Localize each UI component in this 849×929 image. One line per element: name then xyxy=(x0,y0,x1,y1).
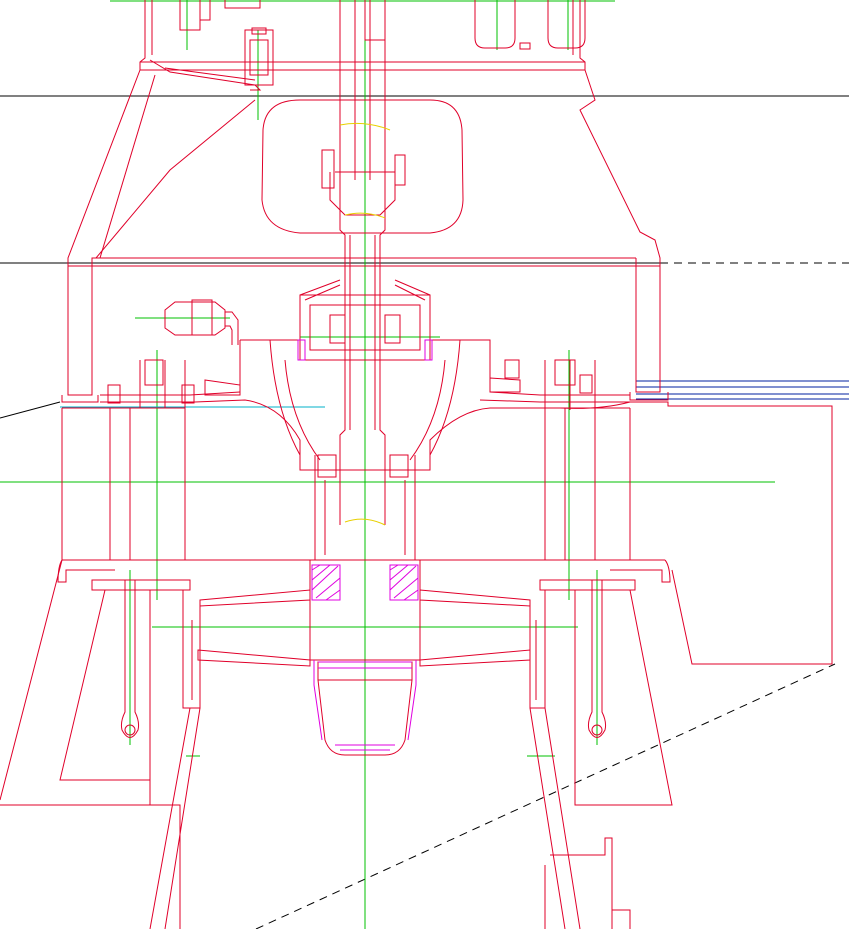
hub-hatch-right xyxy=(389,564,419,601)
valve-body xyxy=(164,301,226,336)
draft-tube-left xyxy=(0,559,151,801)
left-support-column xyxy=(61,266,99,403)
top-frame-inner xyxy=(140,0,585,63)
yellow-arc-upper xyxy=(339,122,391,131)
right-link-eye xyxy=(591,724,603,736)
yellow-marks xyxy=(339,122,391,526)
turbine-hub-cone xyxy=(317,679,413,756)
lower-wide-plate-2 xyxy=(91,579,636,591)
runner-blade-right xyxy=(419,589,531,607)
bolt-assembly-cap xyxy=(251,27,267,35)
left-flange-beam xyxy=(100,391,301,460)
valve-pipe xyxy=(225,311,239,345)
main-shaft-inner xyxy=(349,0,376,430)
left-flange-nut-2 xyxy=(181,384,195,404)
runner-blade-right-lower xyxy=(419,649,531,667)
reference-line-left-slant xyxy=(0,401,61,419)
yellow-arc-lower xyxy=(344,518,386,526)
hub-cone-hatch xyxy=(318,661,412,751)
upper-housing-bracket-2 xyxy=(164,67,256,81)
right-flange-clamp xyxy=(554,359,576,386)
funnel-body-inner xyxy=(284,359,446,461)
draft-tube-right-bracket xyxy=(544,837,613,929)
bearing-pad-right xyxy=(384,314,401,344)
upper-housing-right xyxy=(579,69,661,267)
hub-hatch-left xyxy=(311,564,341,601)
bulb-chamber xyxy=(261,99,464,234)
lower-enclosure-right xyxy=(544,407,631,560)
right-flange-nut-2 xyxy=(579,374,593,394)
top-frame-notch xyxy=(199,0,261,21)
draft-tube-right-2 xyxy=(529,707,581,929)
hub-cone-outline-magenta xyxy=(313,660,417,741)
left-flange-beam-rib xyxy=(204,379,241,396)
lower-shaft-housing xyxy=(299,460,431,560)
runner-side-right xyxy=(529,590,546,709)
hatching xyxy=(297,339,433,751)
bearing-housing-lid xyxy=(299,279,431,301)
valve-stem xyxy=(191,299,213,336)
reference-lines xyxy=(0,95,849,929)
yellow-arc-shaft xyxy=(344,212,386,219)
lower-clamp-right xyxy=(389,454,409,478)
lower-wide-plate xyxy=(57,559,671,583)
bolt-assembly-top xyxy=(244,29,274,86)
draft-tube-right-foot xyxy=(612,909,631,929)
right-flange-nut-1 xyxy=(504,359,520,379)
top-frame-tag xyxy=(519,42,531,50)
upper-housing-cone xyxy=(67,69,256,267)
draft-tube-left-2 xyxy=(0,707,201,929)
shaft-clamp-left xyxy=(321,149,335,189)
left-flange-nut-1 xyxy=(107,384,121,404)
left-link-eye xyxy=(124,724,136,736)
left-flange-clamp xyxy=(144,359,164,386)
top-frame xyxy=(139,0,586,71)
lower-shaft-housing-inner xyxy=(324,480,406,555)
right-flange-beam-rib xyxy=(489,377,521,393)
runner-blade-left xyxy=(199,589,311,607)
left-flange-posts xyxy=(139,360,186,408)
left-link-arm xyxy=(120,580,140,738)
upper-housing-cone-inner xyxy=(99,74,156,259)
right-support-column xyxy=(629,266,669,401)
top-frame-slot-left xyxy=(474,0,516,49)
bearing-pad-left xyxy=(329,314,346,344)
ring-plate xyxy=(92,257,636,267)
right-link-arm xyxy=(587,580,607,738)
bolt-assembly-top-inner xyxy=(249,39,269,76)
right-outer-frame xyxy=(630,401,833,665)
shaft-clamp-right xyxy=(394,154,406,186)
top-frame-sockets xyxy=(179,0,386,41)
lower-clamp-left xyxy=(317,454,337,478)
upper-housing-bracket xyxy=(149,59,262,91)
bearing-housing-inner xyxy=(309,304,421,351)
runner-side-left xyxy=(182,590,201,709)
runner-blade-left-lower xyxy=(197,649,311,667)
centerlines xyxy=(0,0,775,929)
right-flange-beam xyxy=(429,391,631,460)
top-frame-slot-right xyxy=(547,0,586,49)
lower-enclosure-left xyxy=(61,407,186,560)
bearing-hatch xyxy=(297,339,433,361)
draft-tube-right xyxy=(574,589,673,806)
